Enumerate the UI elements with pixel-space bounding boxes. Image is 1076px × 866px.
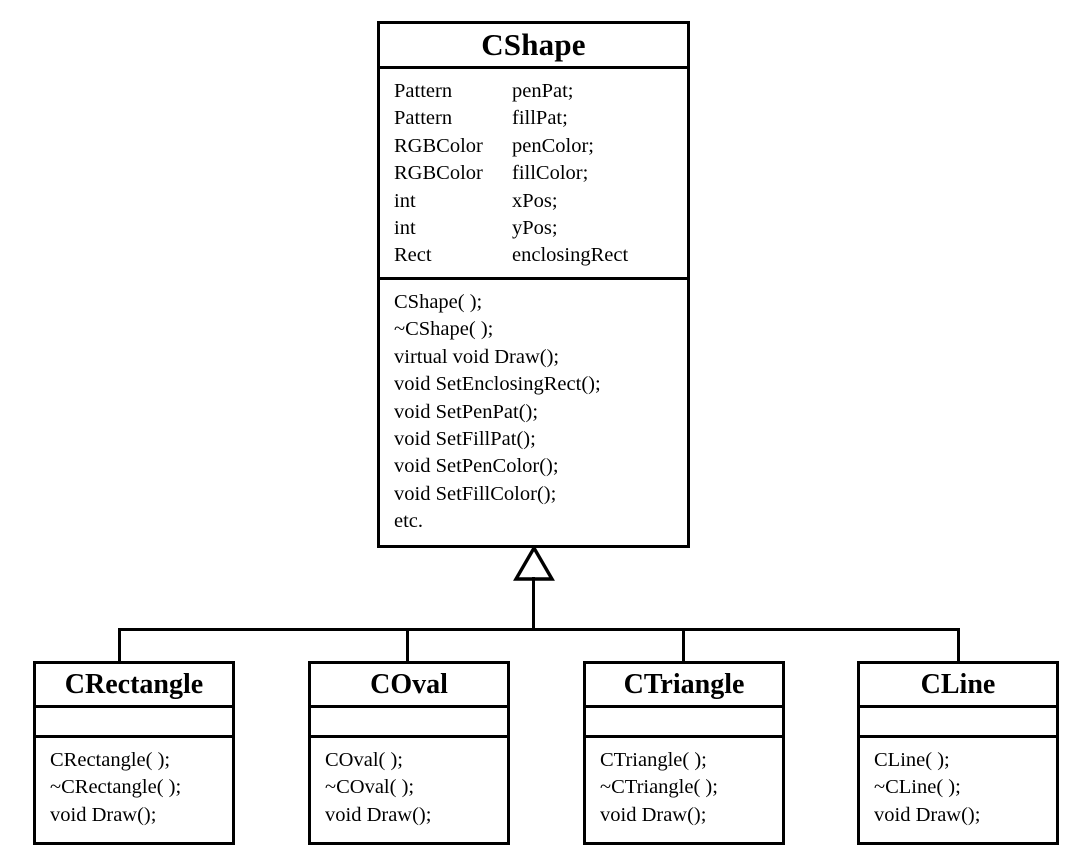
method-row: void SetPenColor();: [394, 455, 559, 478]
method-row: ~CTriangle( );: [600, 776, 718, 799]
attribute-type: int: [394, 189, 416, 212]
method-row: ~CLine( );: [874, 776, 961, 799]
class-box-cline[interactable]: CLine CLine( ); ~CLine( ); void Draw();: [857, 661, 1059, 845]
class-attributes-cshape: Pattern penPat; Pattern fillPat; RGBColor pen…: [380, 69, 687, 280]
class-title-cline: CLine: [860, 664, 1056, 708]
attribute-name: penPat;: [512, 80, 574, 102]
attribute-name: xPos;: [512, 189, 558, 212]
method-row: void SetFillColor();: [394, 482, 557, 505]
class-methods-cline: CLine( ); ~CLine( ); void Draw();: [860, 738, 1056, 838]
attribute-row: int yPos;: [394, 215, 687, 242]
method-row: etc.: [394, 510, 424, 533]
attribute-name: fillPat;: [512, 107, 568, 130]
attribute-row: Pattern fillPat;: [394, 105, 687, 132]
class-box-coval[interactable]: COval COval( ); ~COval( ); void Draw();: [308, 661, 510, 845]
attribute-row: RGBColor fillColor;: [394, 160, 687, 187]
class-title-coval: COval: [311, 664, 507, 708]
connector-bus-horizontal: [118, 628, 960, 631]
class-methods-ctriangle: CTriangle( ); ~CTriangle( ); void Draw();: [586, 738, 782, 838]
attribute-type: RGBColor: [394, 134, 483, 157]
method-row: ~COval( );: [325, 776, 415, 799]
attribute-type: RGBColor: [394, 162, 483, 185]
class-methods-crectangle: CRectangle( ); ~CRectangle( ); void Draw()…: [36, 738, 232, 838]
class-title-ctriangle: CTriangle: [586, 664, 782, 708]
method-row: void SetPenPat();: [394, 400, 539, 423]
method-row: CTriangle( );: [600, 749, 707, 771]
class-methods-cshape: CShape( ); ~CShape( ); virtual void Draw()…: [380, 280, 687, 544]
method-row: ~CRectangle( );: [50, 776, 182, 799]
method-row: void Draw();: [874, 803, 981, 826]
class-attributes-cline: [860, 708, 1056, 738]
connector-drop-cline: [957, 628, 960, 664]
class-box-ctriangle[interactable]: CTriangle CTriangle( ); ~CTriangle( ); voi…: [583, 661, 785, 845]
attribute-row: Rect enclosingRect: [394, 242, 687, 269]
method-row: void SetEnclosingRect();: [394, 373, 601, 396]
connector-drop-coval: [406, 628, 409, 664]
connector-drop-ctriangle: [682, 628, 685, 664]
attribute-type: Pattern: [394, 80, 453, 102]
class-box-crectangle[interactable]: CRectangle CRectangle( ); ~CRectangle( );…: [33, 661, 235, 845]
attribute-row: RGBColor penColor;: [394, 133, 687, 160]
connector-stem-vertical: [532, 577, 535, 631]
method-row: virtual void Draw();: [394, 345, 560, 368]
method-row: CLine( );: [874, 749, 950, 771]
attribute-row: Pattern penPat;: [394, 78, 687, 105]
class-methods-coval: COval( ); ~COval( ); void Draw();: [311, 738, 507, 838]
class-title-crectangle: CRectangle: [36, 664, 232, 708]
class-attributes-coval: [311, 708, 507, 738]
connector-drop-crectangle: [118, 628, 121, 664]
method-row: ~CShape( );: [394, 318, 494, 341]
method-row: void SetFillPat();: [394, 428, 536, 451]
method-row: COval( );: [325, 749, 403, 771]
class-attributes-crectangle: [36, 708, 232, 738]
attribute-type: Pattern: [394, 107, 453, 130]
class-attributes-ctriangle: [586, 708, 782, 738]
method-row: CRectangle( );: [50, 749, 171, 771]
method-row: void Draw();: [50, 803, 157, 826]
method-row: CShape( );: [394, 291, 483, 313]
class-box-cshape[interactable]: CShape Pattern penPat; Pattern fillPat; RGBC…: [377, 21, 690, 548]
attribute-type: Rect: [394, 244, 432, 267]
method-row: void Draw();: [325, 803, 432, 826]
class-title-cshape: CShape: [380, 24, 687, 69]
attribute-row: int xPos;: [394, 188, 687, 215]
attribute-name: enclosingRect: [512, 244, 629, 267]
attribute-name: yPos;: [512, 217, 558, 240]
attribute-name: penColor;: [512, 134, 594, 157]
method-row: void Draw();: [600, 803, 707, 826]
attribute-name: fillColor;: [512, 162, 589, 185]
attribute-type: int: [394, 217, 416, 240]
